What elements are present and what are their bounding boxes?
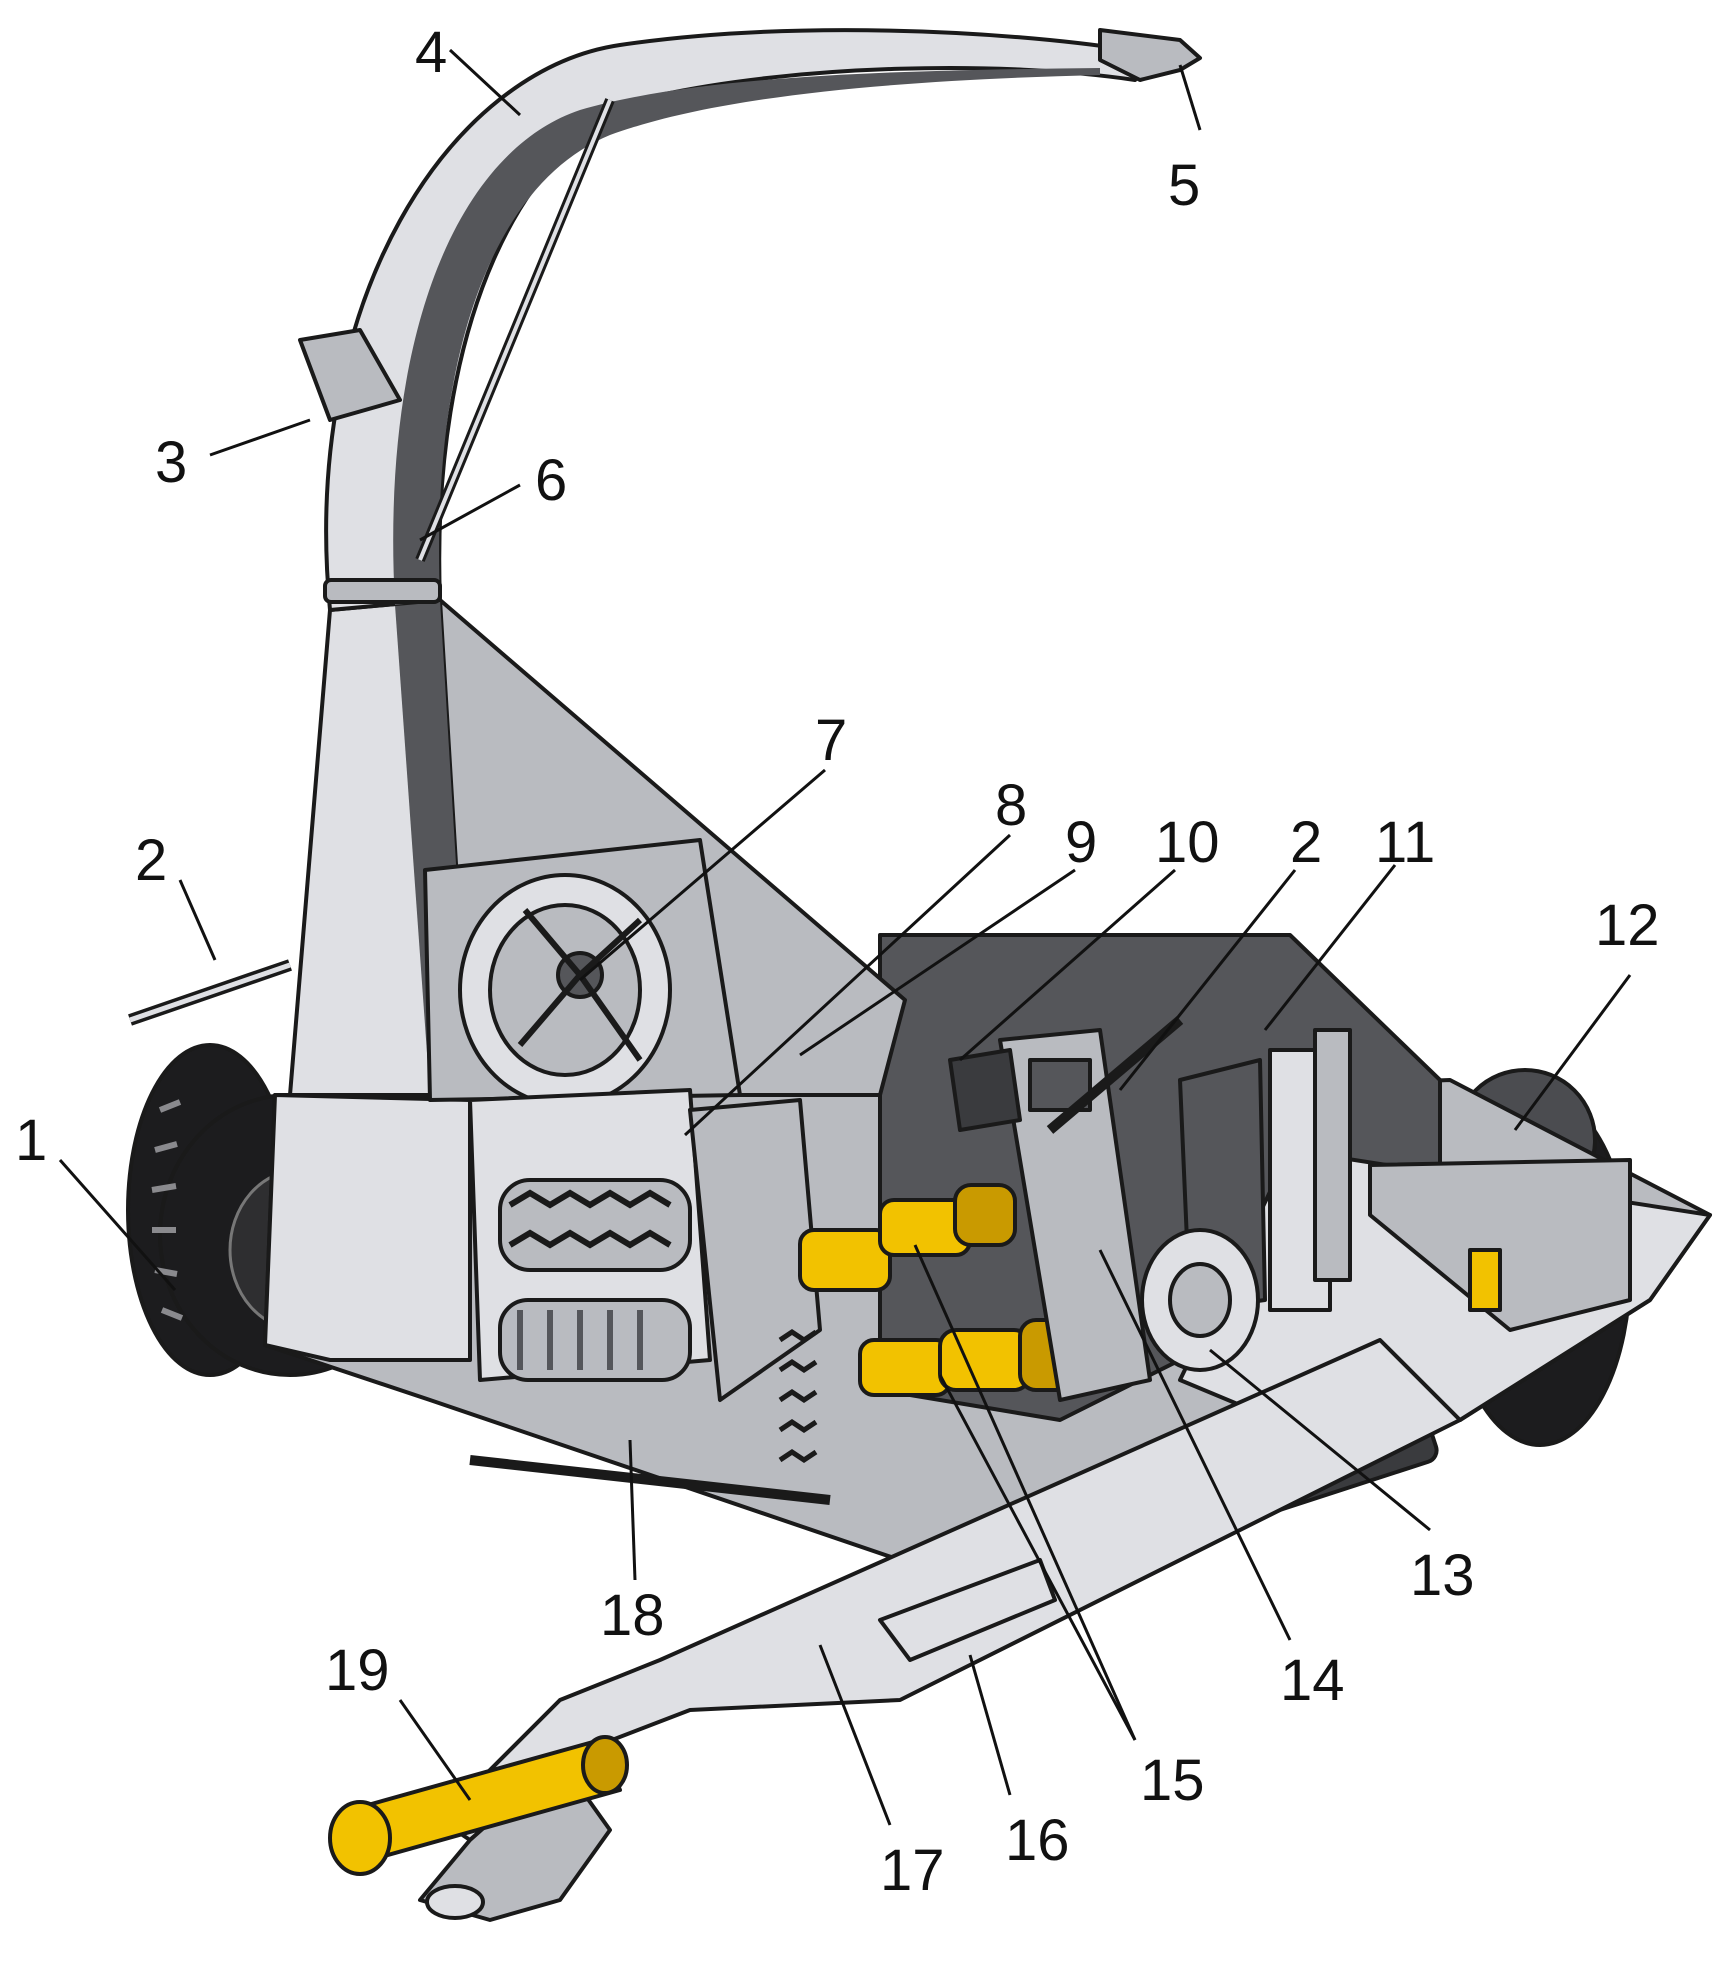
feed-roller-rod: [469, 1455, 831, 1505]
spout-swivel: [298, 328, 402, 422]
callout-9: 9: [1065, 810, 1097, 875]
callout-14: 14: [1280, 1648, 1345, 1713]
feed-rollers: [498, 1178, 692, 1382]
callout-2-right: 2: [1290, 810, 1322, 875]
pto-shaft: [328, 1735, 629, 1876]
callout-2-left: 2: [135, 828, 167, 893]
tension-springs: [778, 1328, 818, 1464]
gear-housing: [688, 1098, 822, 1402]
callout-4: 4: [415, 20, 447, 85]
callout-numbers: 1 2 3 4 5 6 7 8 9 10 2 11 12 13 14 15 16…: [15, 20, 1660, 1903]
callout-11: 11: [1375, 810, 1435, 875]
callout-1: 1: [15, 1108, 47, 1173]
lever-plate: [998, 1028, 1152, 1402]
callout-16: 16: [1005, 1808, 1070, 1873]
drive-pulley: [1140, 1228, 1260, 1372]
callout-8: 8: [995, 773, 1027, 838]
callout-13: 13: [1410, 1543, 1475, 1608]
hitch-eye: [425, 1884, 485, 1920]
leader-lines: [58, 48, 1632, 1826]
callout-17: 17: [880, 1838, 945, 1903]
callout-6: 6: [535, 448, 567, 513]
callout-15: 15: [1140, 1748, 1205, 1813]
callout-12: 12: [1595, 893, 1660, 958]
side-hopper: [1368, 1158, 1632, 1332]
callout-3: 3: [155, 430, 187, 495]
tool-box: [878, 1558, 1057, 1662]
callout-5: 5: [1168, 153, 1200, 218]
callout-19: 19: [325, 1638, 390, 1703]
machine-illustration: [126, 28, 1712, 1922]
chassis-front-panel: [263, 1093, 472, 1362]
spout-collar: [323, 578, 442, 604]
callout-10: 10: [1155, 810, 1220, 875]
flywheel: [458, 873, 672, 1107]
rod-right: [1046, 1016, 1184, 1134]
hydraulic-motor: [948, 1048, 1022, 1132]
callout-18: 18: [600, 1583, 665, 1648]
callout-7: 7: [815, 708, 847, 773]
